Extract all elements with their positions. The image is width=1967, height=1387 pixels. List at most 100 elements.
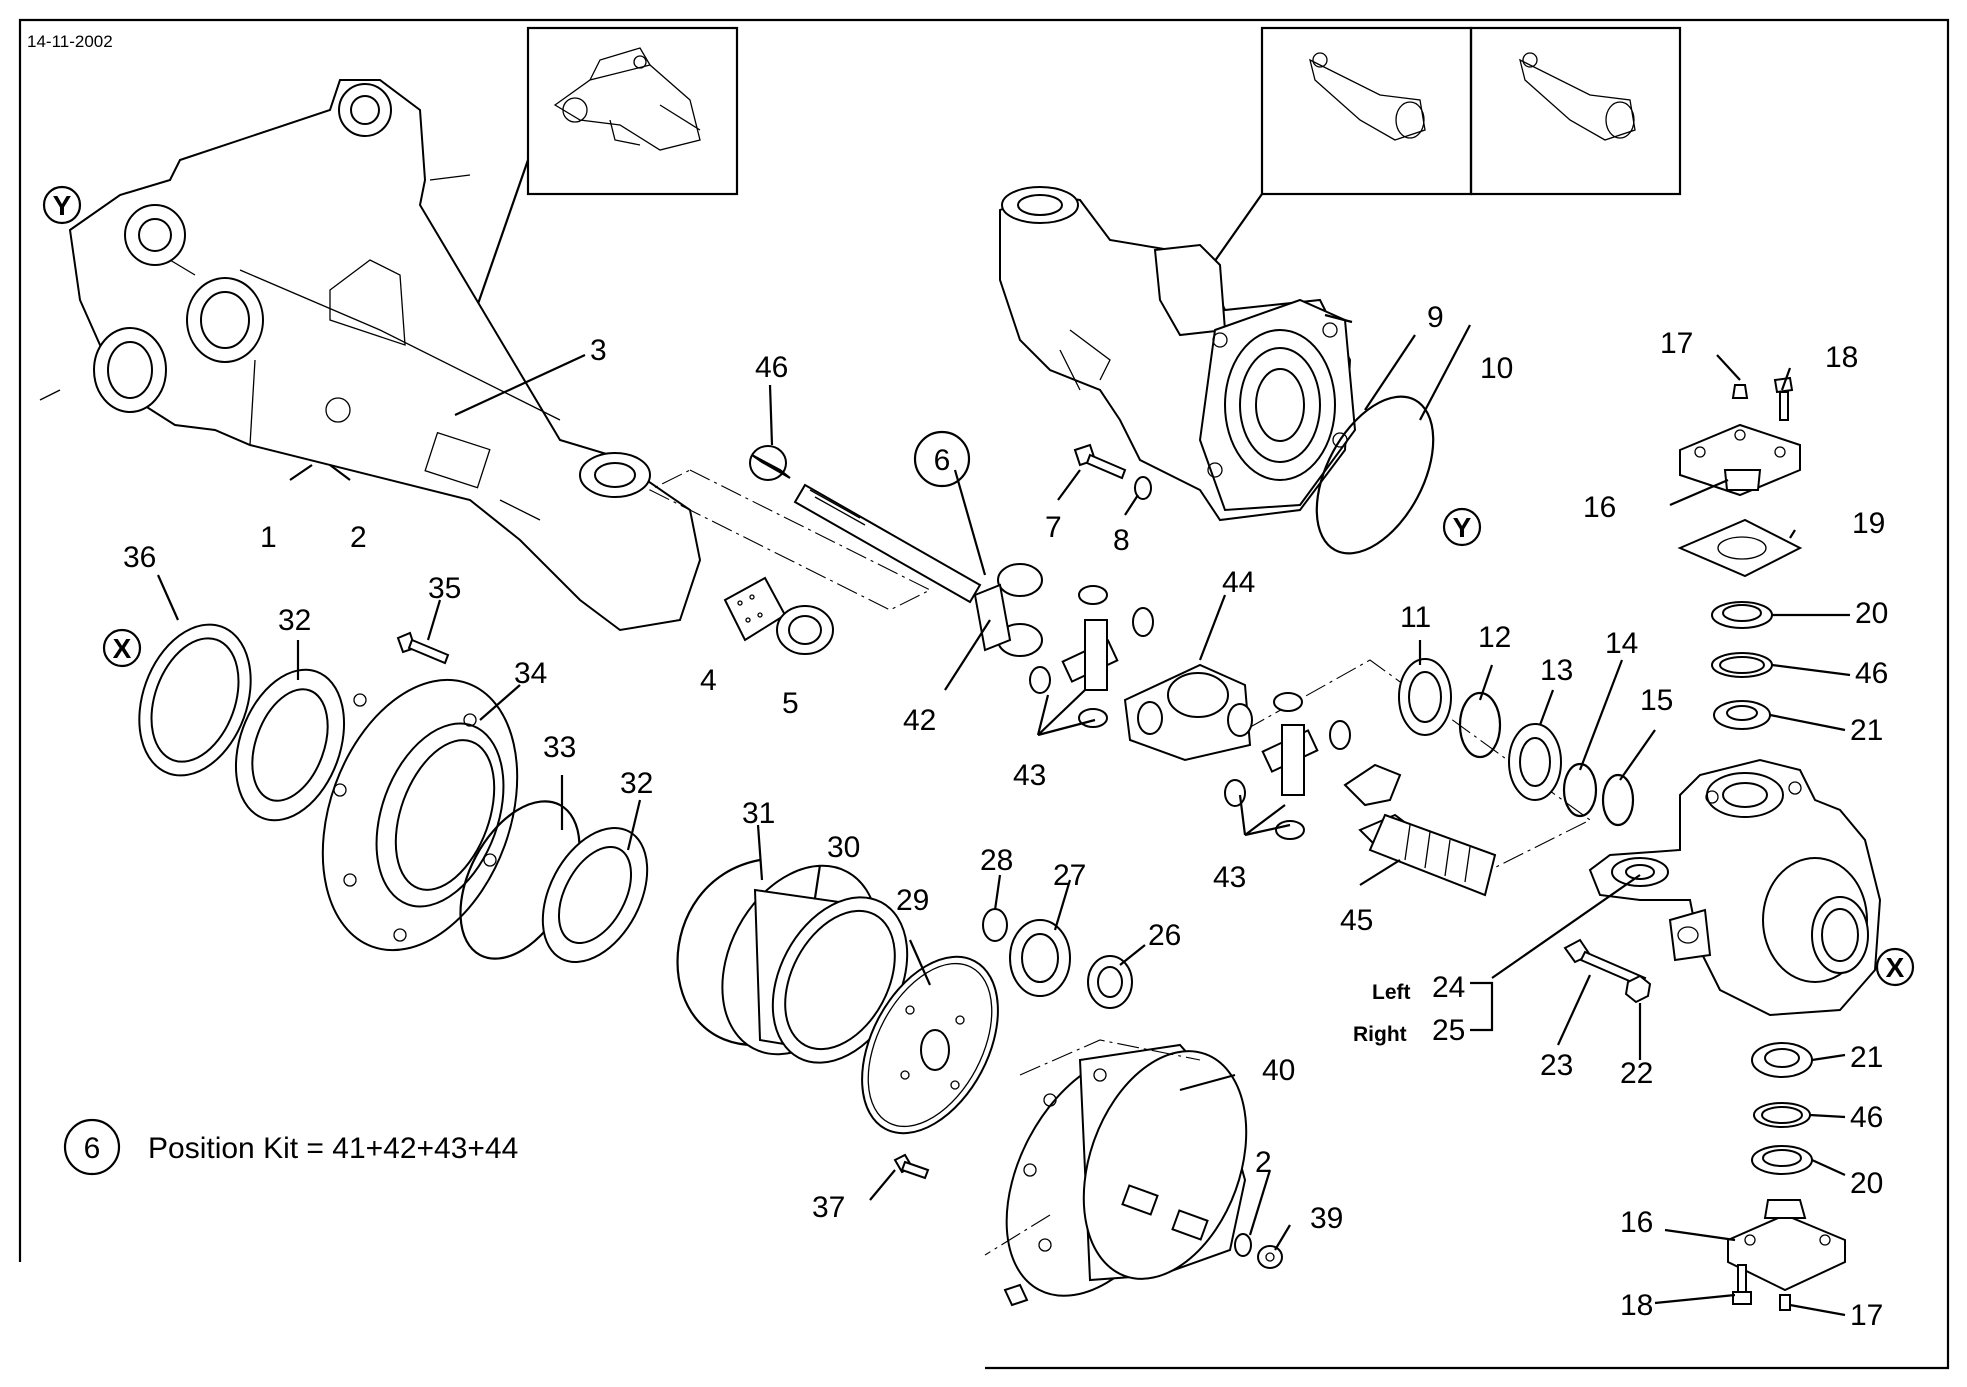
cross-spider <box>1061 619 1119 691</box>
seal-bushing <box>776 605 834 655</box>
kit-reference-marker: 6 <box>913 430 971 488</box>
callout-34: 34 <box>514 657 547 690</box>
callout-33: 33 <box>543 731 576 764</box>
shim-plate <box>1677 518 1803 578</box>
steering-knuckle <box>1588 758 1882 1017</box>
stub-shaft <box>1343 763 1497 897</box>
needle-bearing <box>1087 955 1133 1009</box>
spacer-ring <box>1753 1102 1811 1128</box>
callout-25: 25 <box>1432 1014 1465 1047</box>
callout-20: 20 <box>1855 597 1888 630</box>
callout-4: 4 <box>700 664 717 697</box>
svg-text:Y: Y <box>1453 512 1472 543</box>
drain-plug <box>1257 1245 1283 1269</box>
callout-42: 43 <box>1213 861 1246 894</box>
reference-mark-y: Y <box>42 185 82 225</box>
o-ring <box>1315 395 1435 555</box>
kit-note-text: Position Kit = 41+42+43+44 <box>148 1132 518 1165</box>
callout-32: 32 <box>278 604 311 637</box>
bolt <box>396 631 450 665</box>
shaft-seal <box>1398 658 1452 736</box>
spacer-ring <box>1711 652 1773 678</box>
needle-bearing <box>723 576 787 642</box>
callout-26: 26 <box>1148 919 1181 952</box>
callout-18: 18 <box>1620 1289 1653 1322</box>
seal-ring <box>1751 1145 1813 1175</box>
callout-17: 17 <box>1850 1299 1883 1332</box>
callout-3: 3 <box>590 334 607 367</box>
hub-seal <box>138 623 252 777</box>
svg-text:X: X <box>113 633 132 664</box>
callout-15: 15 <box>1640 684 1673 717</box>
wheel-hub <box>321 678 519 952</box>
washer <box>1134 476 1152 500</box>
snap-ring <box>1132 607 1154 637</box>
svg-text:Y: Y <box>53 190 72 221</box>
ring-gear <box>721 864 909 1064</box>
snap-ring <box>982 908 1008 942</box>
callout-36: 36 <box>123 541 156 574</box>
leader-lines <box>156 313 1851 1317</box>
tapered-bearing <box>1713 700 1771 730</box>
callout-5: 5 <box>782 687 799 720</box>
callout-9: 9 <box>1427 301 1444 334</box>
callout-32: 32 <box>620 767 653 800</box>
snap-ring <box>1224 779 1246 807</box>
callout-46: 46 <box>1855 657 1888 690</box>
callout-42: 43 <box>1013 759 1046 792</box>
shim-ring <box>1562 762 1598 818</box>
snap-ring <box>1078 708 1108 728</box>
callout-45: 46 <box>755 351 788 384</box>
bolt <box>1003 1283 1029 1307</box>
callout-1: 1 <box>260 521 277 554</box>
reference-mark-x: X <box>1875 947 1915 987</box>
callout-22: 22 <box>1620 1057 1653 1090</box>
kit-note-marker: 6 <box>84 1132 101 1165</box>
callout-39: 39 <box>1310 1202 1343 1235</box>
dash-outline <box>984 1039 1201 1256</box>
kingpin-cap-bottom <box>1727 1199 1846 1292</box>
tapered-roller-bearing <box>541 827 649 963</box>
inset-axle-view-3 <box>1469 26 1682 196</box>
kingpin-cap-top <box>1679 423 1801 497</box>
document-date: 14-11-2002 <box>27 32 113 51</box>
inset-axle-view-2 <box>1260 26 1473 196</box>
callout-12: 12 <box>1478 621 1511 654</box>
planetary-cover <box>1005 1043 1248 1297</box>
reference-mark-x: X <box>102 628 142 668</box>
callout-44: 45 <box>1340 904 1373 937</box>
grease-fitting <box>1779 1294 1791 1311</box>
assembly-axis <box>1244 659 1592 881</box>
callout-10: 10 <box>1480 352 1513 385</box>
callout-46: 46 <box>1850 1101 1883 1134</box>
svg-text:X: X <box>1886 952 1905 983</box>
ball-bearing <box>1508 723 1562 801</box>
callout-16: 16 <box>1583 491 1616 524</box>
drawing-frame <box>18 18 1950 1370</box>
callout-2: 2 <box>350 521 367 554</box>
snap-ring <box>1029 666 1051 694</box>
center-yoke <box>1123 663 1253 762</box>
callout-20: 20 <box>1850 1167 1883 1200</box>
callouts: 3 1 2 36 32 35 34 33 32 31 30 29 28 27 2… <box>123 301 1888 1332</box>
callout-40: 40 <box>1262 1054 1295 1087</box>
retaining-ring <box>1458 691 1502 759</box>
shim-plate-hole <box>1717 536 1767 560</box>
callout-21: 21 <box>1850 714 1883 747</box>
callout-8: 8 <box>1113 524 1130 557</box>
grease-fitting <box>1731 384 1749 399</box>
callout-41: 42 <box>903 704 936 737</box>
snap-ring <box>1275 820 1305 840</box>
axle-housing <box>39 79 702 632</box>
wheel-housing <box>999 186 1357 522</box>
callout-11: 11 <box>1400 601 1431 634</box>
callout-19: 19 <box>1852 507 1885 540</box>
callout-14: 14 <box>1605 627 1638 660</box>
callout-24: 24 <box>1432 971 1465 1004</box>
label-left: Left <box>1372 981 1411 1004</box>
callout-13: 13 <box>1540 654 1573 687</box>
callout-27: 27 <box>1053 859 1086 892</box>
callout-7: 7 <box>1045 511 1062 544</box>
circlip <box>1601 773 1635 827</box>
